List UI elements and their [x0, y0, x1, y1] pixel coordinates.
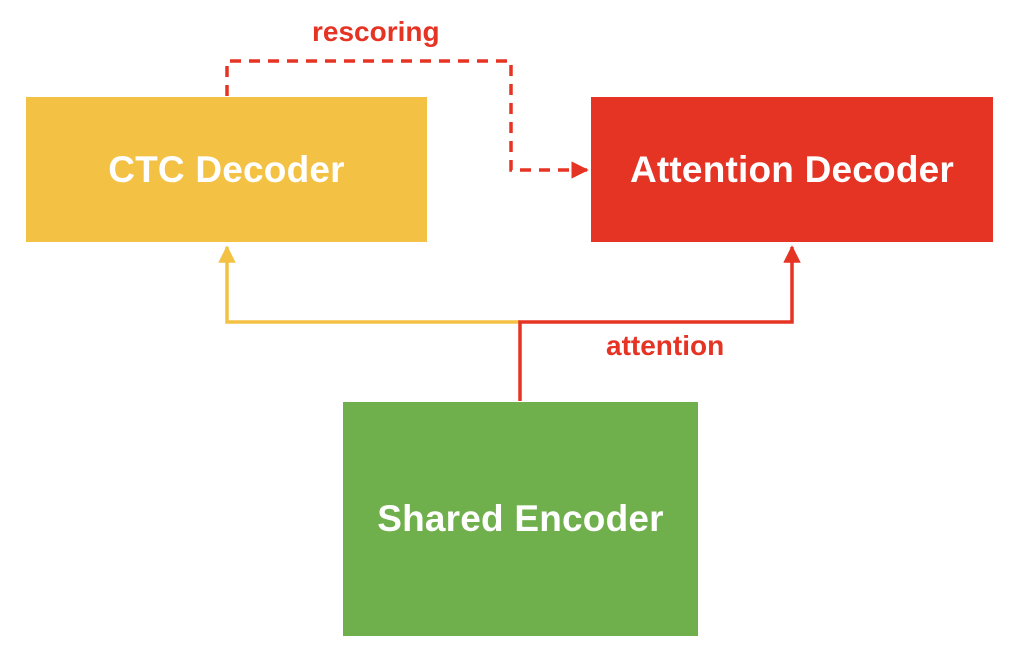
shared-encoder-box: Shared Encoder — [343, 402, 698, 636]
encoder-to-ctc-connector — [218, 245, 520, 324]
attention-decoder-box: Attention Decoder — [591, 97, 993, 242]
attention-decoder-label: Attention Decoder — [629, 148, 955, 190]
rescoring-edge-label: rescoring — [312, 16, 440, 47]
ctc-decoder-label: CTC Decoder — [108, 148, 345, 190]
encoder-to-attention-connector — [518, 245, 801, 401]
ctc-decoder-box: CTC Decoder — [26, 97, 427, 242]
attention-edge-label: attention — [606, 330, 725, 361]
shared-encoder-label: Shared Encoder — [377, 498, 664, 539]
rescoring-connector — [225, 59, 589, 179]
